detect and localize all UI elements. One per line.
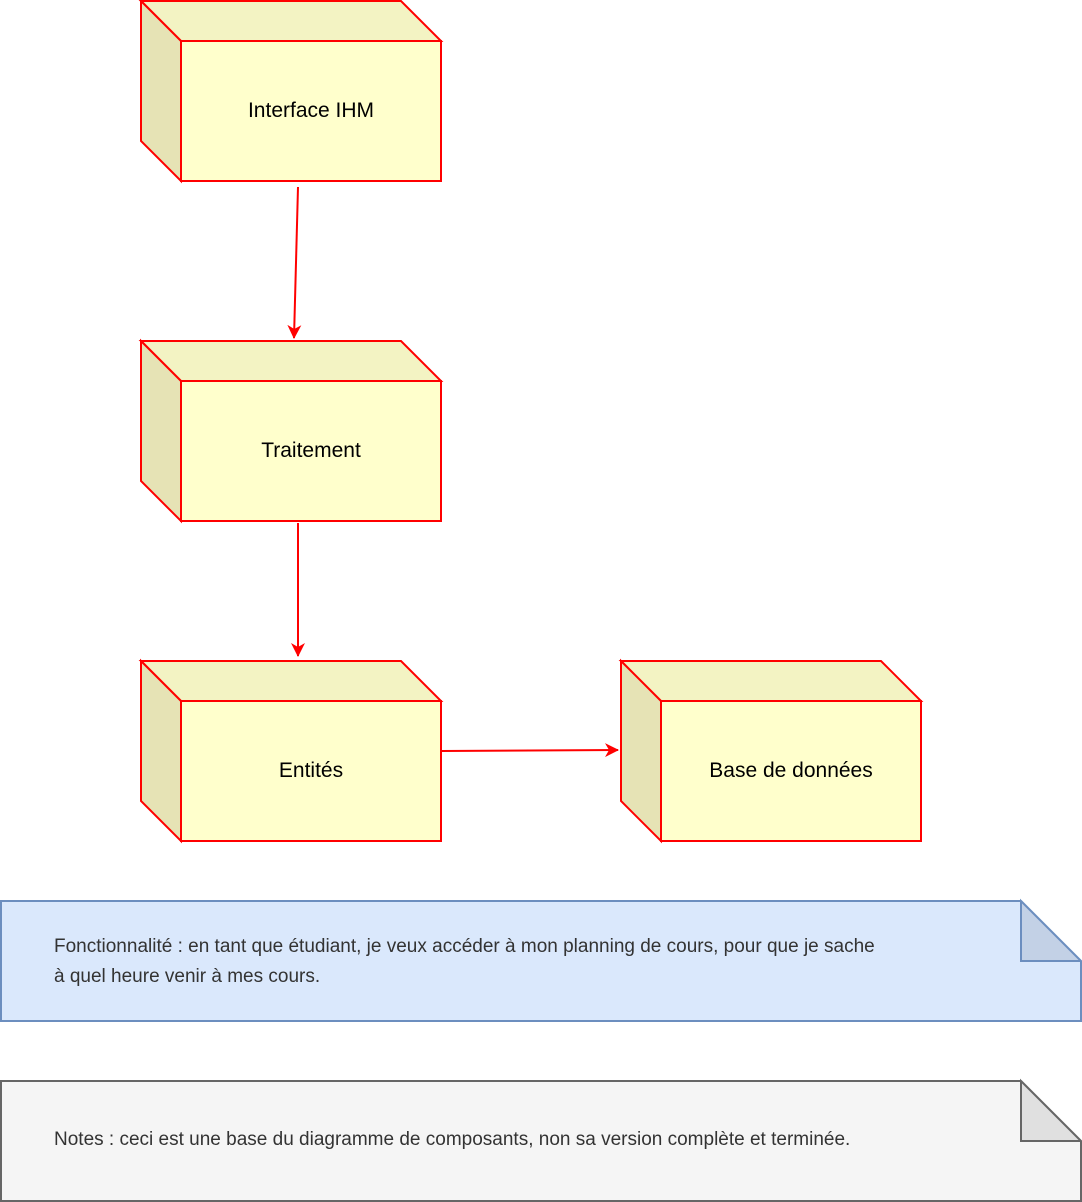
node-label: Base de données: [709, 759, 872, 782]
note-folded-corner: [1020, 898, 1082, 962]
edge-ihm-to-traitement[interactable]: [287, 186, 302, 339]
node-label: Traitement: [261, 439, 361, 462]
node-top-face: [138, 660, 444, 702]
node-front-face: [180, 700, 442, 842]
node-top-face: [618, 660, 924, 702]
note-body: [0, 900, 1082, 1022]
note-folded-corner: [1020, 1078, 1082, 1142]
note-remark[interactable]: [0, 1078, 1082, 1202]
note-functionality-text: Fonctionnalité : en tant que étudiant, j…: [54, 932, 1014, 992]
edge-entites-to-bdd[interactable]: [441, 743, 619, 758]
node-traitement[interactable]: Traitement: [138, 338, 444, 524]
node-top-face: [138, 340, 444, 382]
node-base-de-donnees[interactable]: Base de données: [618, 658, 924, 844]
note-functionality-line-2: à quel heure venir à mes cours.: [54, 966, 321, 987]
note-remark-text: Notes : ceci est une base du diagramme d…: [54, 1129, 851, 1150]
node-top-face: [138, 0, 444, 42]
note-functionality-line-1: Fonctionnalité : en tant que étudiant, j…: [54, 936, 875, 957]
node-front-face: [180, 40, 442, 182]
node-label: Entités: [279, 759, 343, 782]
note-functionality[interactable]: [0, 898, 1082, 1022]
node-entites[interactable]: Entités: [138, 658, 444, 844]
node-label: Interface IHM: [248, 99, 374, 122]
note-body: [0, 1080, 1082, 1202]
node-interface-ihm[interactable]: Interface IHM: [138, 0, 444, 184]
node-front-face: [660, 700, 922, 842]
node-front-face: [180, 380, 442, 522]
